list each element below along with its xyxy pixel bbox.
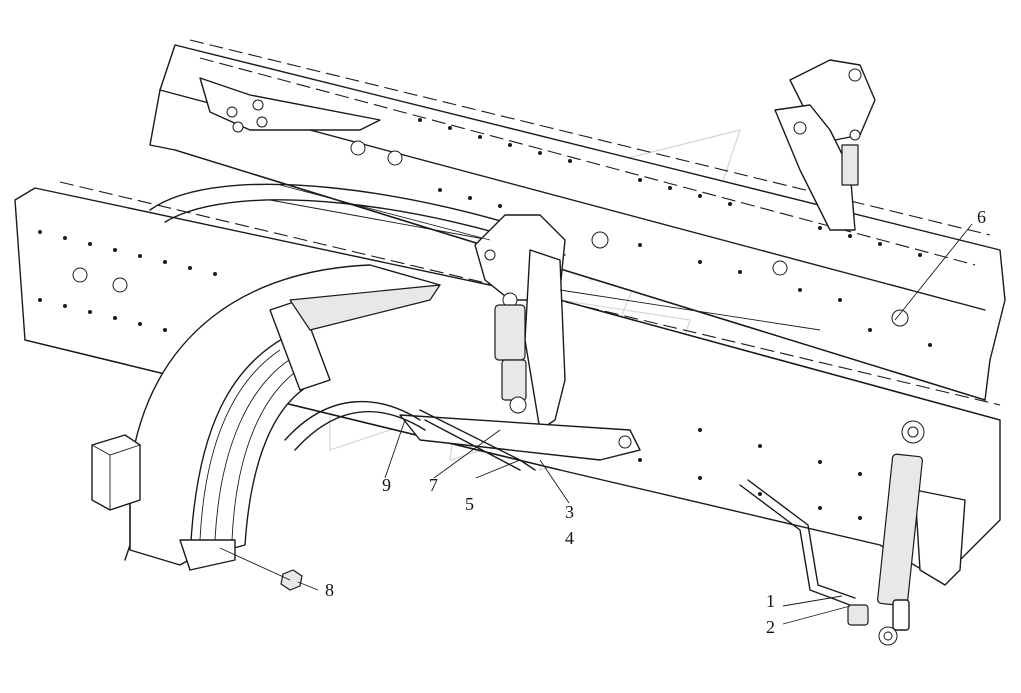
- rear-cab-mount: [774, 59, 876, 231]
- mudguard: [129, 264, 441, 571]
- callout-7: 7: [429, 475, 438, 495]
- rear-rail-rivets: [418, 118, 932, 347]
- rear-frame-rail: [149, 39, 1006, 401]
- callout-3: 3: [565, 502, 574, 522]
- callout-9: 9: [382, 475, 391, 495]
- callout-4: 4: [565, 528, 574, 548]
- lateral-rod: [399, 414, 641, 461]
- hydraulic-lines: [279, 184, 856, 606]
- leader-lines: [297, 223, 973, 625]
- callout-labels: 1 2 3 4 5 6 7 8 9: [325, 207, 986, 637]
- callout-6: 6: [977, 207, 986, 227]
- callout-5: 5: [465, 494, 474, 514]
- callout-8: 8: [325, 580, 334, 600]
- front-cab-mount: [474, 214, 566, 431]
- tilt-cylinder: [847, 420, 925, 646]
- reservoir-tank: [91, 434, 141, 561]
- callout-1: 1: [766, 591, 775, 611]
- nut-part-8: [219, 547, 303, 591]
- front-rail-rivets: [38, 230, 862, 520]
- callout-2: 2: [766, 617, 775, 637]
